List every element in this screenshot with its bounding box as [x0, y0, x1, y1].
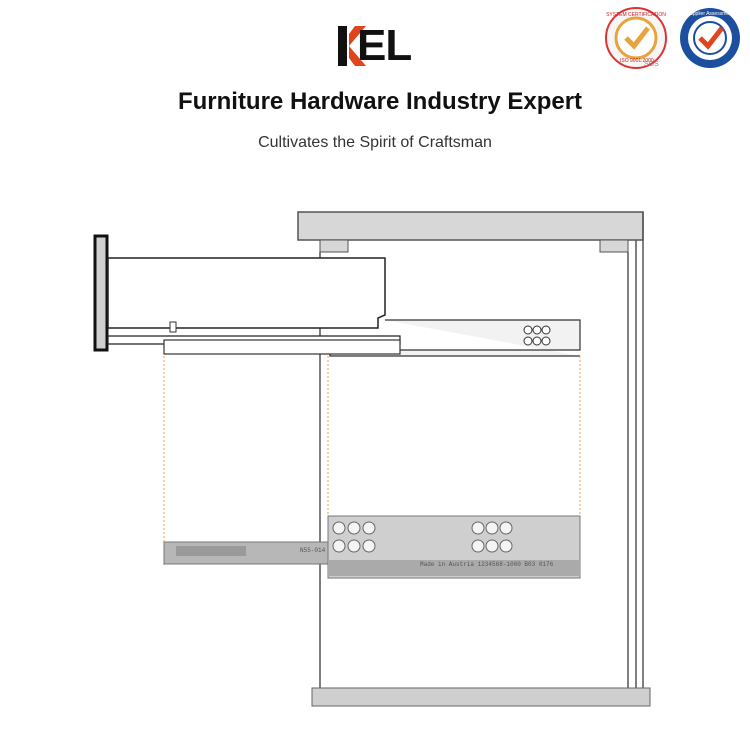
- logo-text: EL: [357, 21, 412, 70]
- page-header: EL Furniture Hardware Industry Expert Cu…: [0, 0, 750, 180]
- supplier-assessment-badge: Supplier Assessment: [680, 8, 740, 68]
- projection-guides: [163, 356, 581, 565]
- drawer: [93, 234, 581, 357]
- drawer-box: [107, 257, 386, 329]
- rail-lower-channel: [328, 560, 580, 576]
- iso-top-label: SYSTEM CERTIFICATION: [606, 12, 666, 18]
- rail-extension-slot: [176, 546, 246, 556]
- supplier-label: Supplier Assessment: [687, 11, 734, 17]
- cabinet: [297, 211, 651, 707]
- headline: Furniture Hardware Industry Expert: [177, 88, 583, 115]
- cabinet-top-panel: [297, 211, 644, 241]
- top-runner-holes: [523, 325, 551, 346]
- cabinet-bottom-panel: [311, 687, 651, 707]
- iso-bottom-label: ISO 9001:2000: [620, 58, 654, 64]
- rail-holes-left: [332, 521, 376, 553]
- iso-certification-badge: SYSTEM CERTIFICATION ISO 9001:2000 SGS: [605, 7, 667, 69]
- top-slide-profile: [163, 339, 401, 355]
- sgs-mark: SGS: [644, 61, 659, 68]
- cabinet-top-bracket-left: [319, 239, 349, 253]
- drawer-front: [93, 234, 109, 352]
- tagline: Cultivates the Spirit of Craftsman: [258, 134, 492, 151]
- rail-tag: N55-014: [300, 547, 326, 554]
- rail-stamp: Made in Austria 1234568-1000 B03 0176: [420, 561, 554, 568]
- slide-rail: Made in Austria 1234568-1000 B03 0176 N5…: [163, 515, 581, 579]
- locking-clip: [169, 321, 177, 333]
- cabinet-top-bracket-right: [599, 239, 629, 253]
- top-runner: [329, 319, 581, 357]
- rail-holes-right: [471, 521, 513, 553]
- kel-logo: [338, 26, 366, 66]
